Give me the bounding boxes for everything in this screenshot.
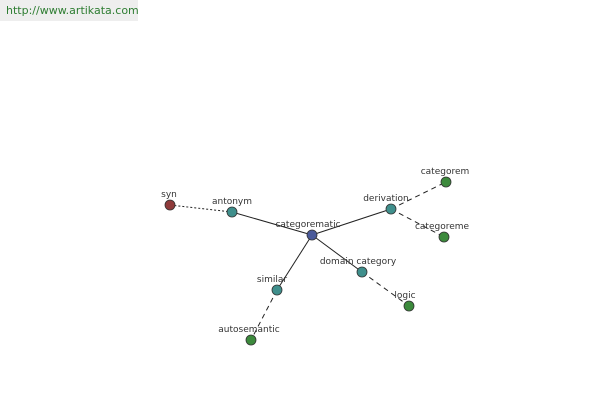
node-marker-syn[interactable] <box>164 199 176 211</box>
node-label-logic: logic <box>394 291 415 301</box>
node-categorem[interactable]: categorem <box>421 167 470 188</box>
node-marker-logic[interactable] <box>403 300 415 312</box>
node-label-categorem: categorem <box>421 167 470 177</box>
node-marker-domain[interactable] <box>356 266 368 278</box>
node-syn[interactable]: syn <box>161 190 177 211</box>
node-marker-similar[interactable] <box>271 284 283 296</box>
node-label-categorematic: categorematic <box>275 220 340 230</box>
node-marker-autosemantic[interactable] <box>245 334 257 346</box>
url-banner: http://www.artikata.com <box>0 0 139 21</box>
node-marker-antonym[interactable] <box>226 206 238 218</box>
node-categorematic[interactable]: categorematic <box>275 220 341 241</box>
node-marker-categoreme[interactable] <box>438 231 450 243</box>
edge-derivation-categoreme <box>390 208 445 238</box>
node-derivation[interactable]: derivation <box>363 194 409 215</box>
edge-categorematic-derivation <box>311 208 392 236</box>
edge-derivation-categorem <box>390 181 447 210</box>
edge-similar-autosemantic <box>250 289 278 341</box>
site-url[interactable]: http://www.artikata.com <box>6 4 139 17</box>
node-label-antonym: antonym <box>212 197 252 207</box>
node-marker-categorem[interactable] <box>440 176 452 188</box>
nodes-layer: categorematic antonym syn derivation categor… <box>161 167 470 346</box>
node-logic[interactable]: logic <box>394 291 416 312</box>
node-label-derivation: derivation <box>363 194 409 204</box>
edge-categorematic-antonym <box>231 211 313 236</box>
node-similar[interactable]: similar <box>257 275 287 296</box>
node-label-domain: domain category <box>320 257 397 267</box>
node-label-autosemantic: autosemantic <box>218 325 279 335</box>
node-domain[interactable]: domain category <box>320 257 397 278</box>
node-marker-categorematic[interactable] <box>306 229 318 241</box>
edge-domain-logic <box>361 271 410 307</box>
node-label-categoreme: categoreme <box>415 222 470 232</box>
node-autosemantic[interactable]: autosemantic <box>218 325 280 346</box>
node-categoreme[interactable]: categoreme <box>415 222 470 243</box>
node-marker-derivation[interactable] <box>385 203 397 215</box>
edge-categorematic-similar <box>276 234 313 291</box>
edges-layer <box>169 181 447 341</box>
edge-categorematic-domain <box>311 234 363 273</box>
node-label-syn: syn <box>161 190 177 200</box>
node-antonym[interactable]: antonym <box>212 197 252 218</box>
node-label-similar: similar <box>257 275 287 285</box>
